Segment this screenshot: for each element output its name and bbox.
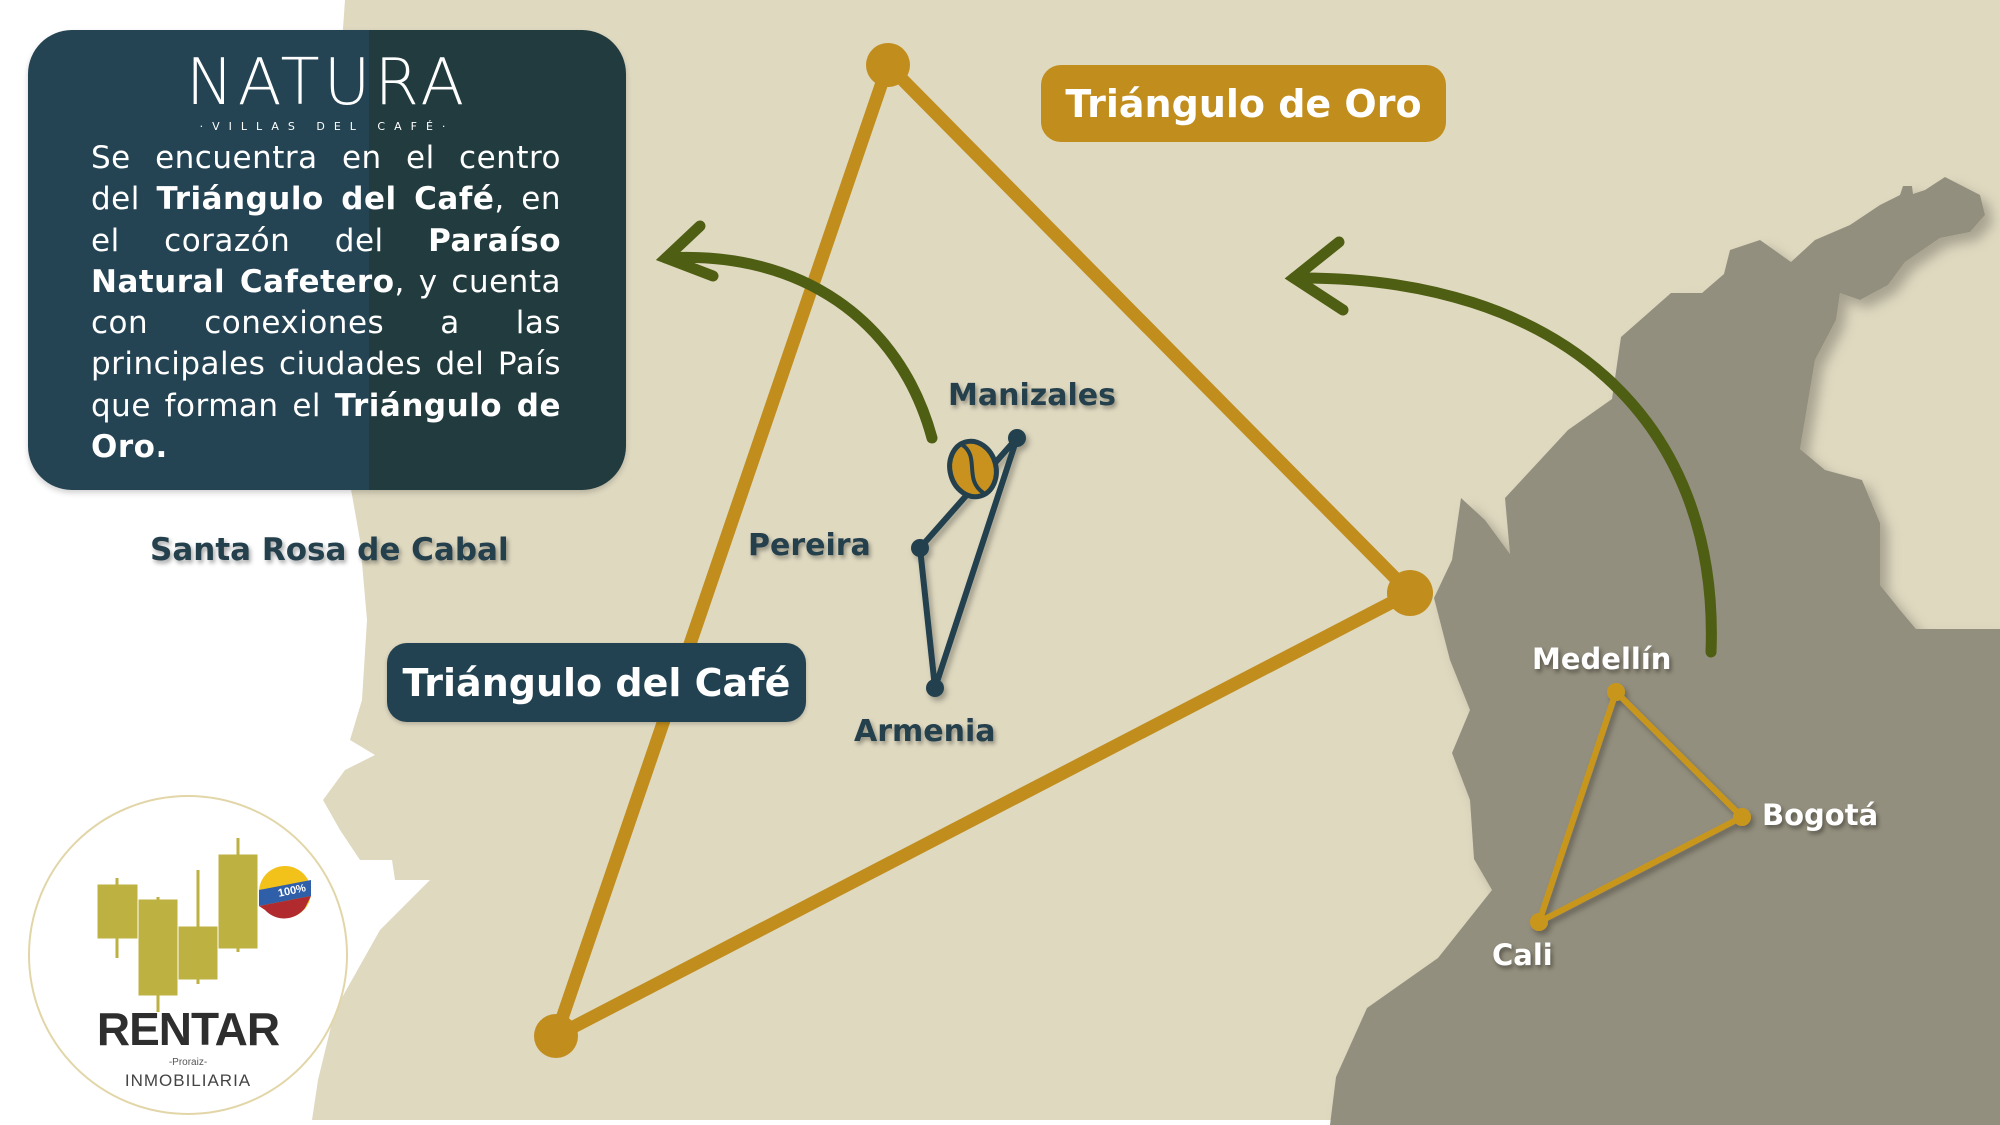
brand-name: NATURA bbox=[185, 46, 469, 120]
colombia-map bbox=[1330, 177, 2000, 1125]
triangulo-cafe-label: Triángulo del Café bbox=[387, 643, 806, 722]
arrow-icon-cafe bbox=[655, 220, 938, 444]
badge-icon bbox=[259, 866, 311, 919]
info-text-2: , en el corazón del bbox=[91, 181, 561, 259]
info-paragraph: Se encuentra en el centro del Triángulo … bbox=[91, 138, 561, 468]
oro-cities-shape bbox=[1530, 683, 1751, 931]
rentar-logo: 100% RENTAR -Proraiz- INMOBILIARIA bbox=[28, 795, 348, 1115]
santa-rosa-label: Santa Rosa de Cabal bbox=[150, 532, 509, 568]
city-label-bogota: Bogotá bbox=[1762, 798, 1879, 832]
coffee-bean-icon bbox=[947, 438, 999, 500]
city-label-medellin: Medellín bbox=[1532, 642, 1672, 676]
rentar-tagline: -Proraiz- bbox=[168, 1057, 208, 1068]
city-label-manizales: Manizales bbox=[948, 378, 1116, 413]
brand-subtitle: ·VILLAS DEL CAFÉ· bbox=[199, 120, 455, 133]
info-text-bold-2: Paraíso Natural Cafetero bbox=[91, 222, 561, 300]
triangulo-oro-shape bbox=[534, 43, 1433, 1058]
city-label-armenia: Armenia bbox=[854, 714, 996, 749]
triangulo-oro-label: Triángulo de Oro bbox=[1041, 65, 1446, 142]
info-text-bold-3: Triángulo de Oro. bbox=[91, 387, 561, 466]
info-text-3: , y cuenta con conexiones a las principa… bbox=[91, 263, 561, 424]
city-label-pereira: Pereira bbox=[748, 528, 871, 563]
candlestick-icon bbox=[97, 838, 311, 1012]
info-card: NATURA ·VILLAS DEL CAFÉ· Se encuentra en… bbox=[28, 30, 626, 490]
info-text-1: Se encuentra en el centro del bbox=[91, 140, 561, 218]
arrow-icon-oro bbox=[1284, 236, 1717, 658]
rentar-name: RENTAR bbox=[96, 1003, 280, 1055]
natura-logo: NATURA ·VILLAS DEL CAFÉ· bbox=[28, 48, 626, 134]
info-text-bold-1: Triángulo del Café bbox=[156, 181, 495, 218]
city-label-cali: Cali bbox=[1492, 938, 1553, 972]
rentar-type: INMOBILIARIA bbox=[124, 1071, 252, 1090]
